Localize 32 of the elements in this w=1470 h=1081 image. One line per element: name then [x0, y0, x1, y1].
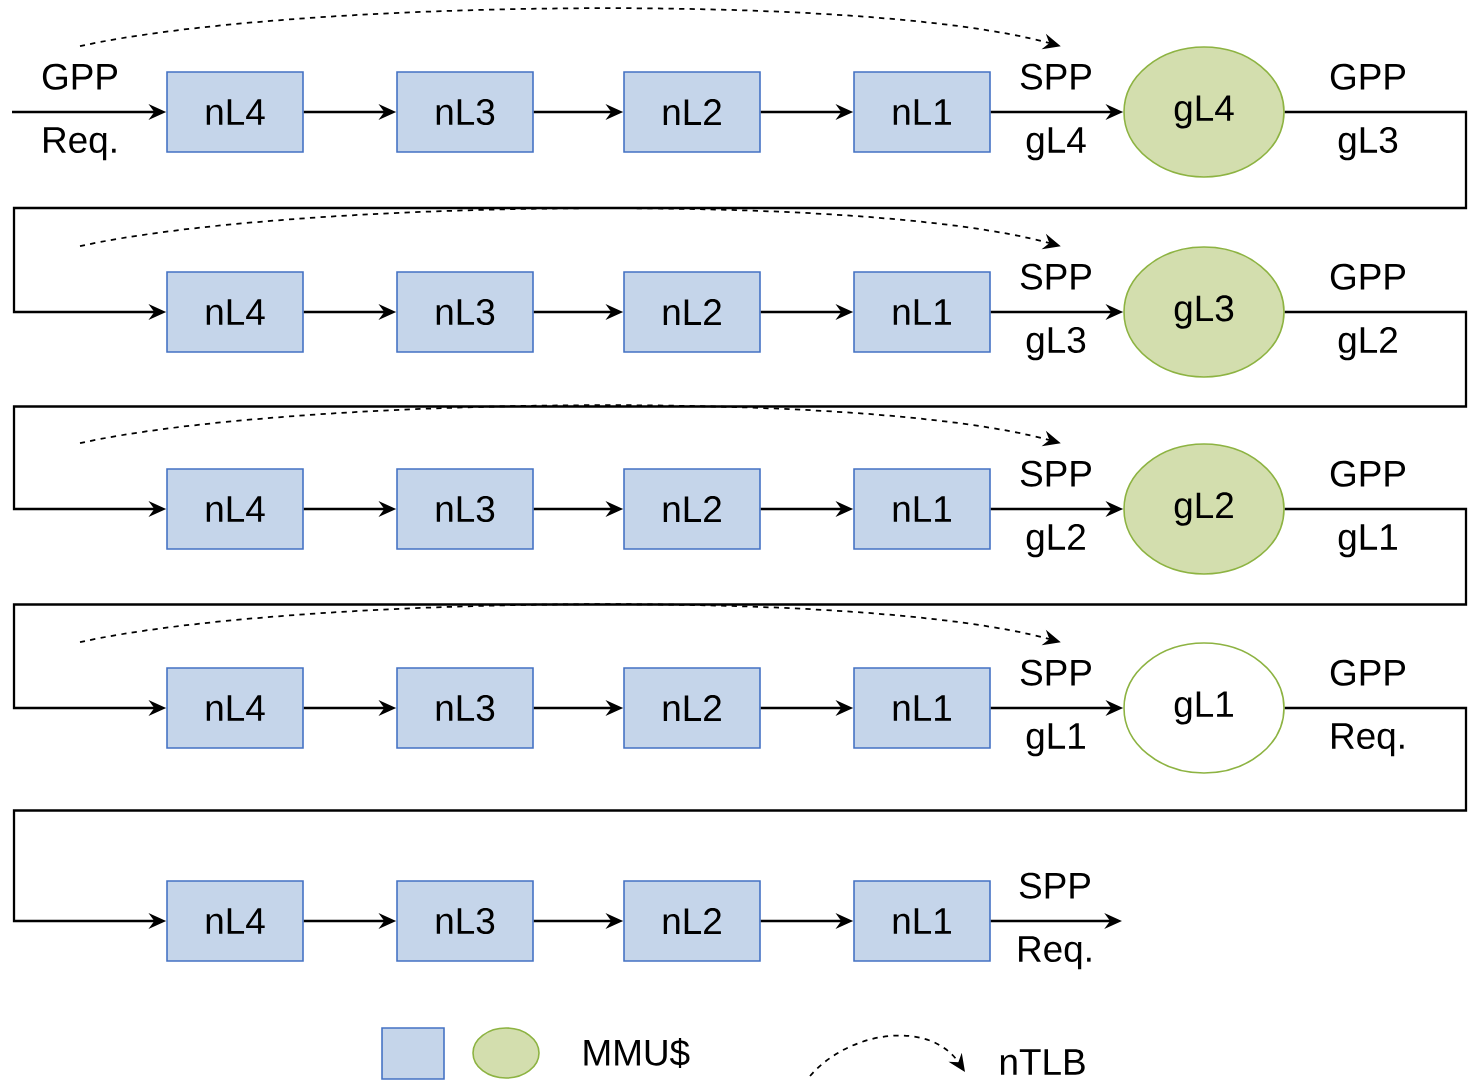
- process-box: nL3: [396, 468, 534, 550]
- edge-label: SPP gL1: [1020, 659, 1091, 757]
- process-box: nL1: [853, 71, 991, 153]
- process-box: nL1: [853, 880, 991, 962]
- process-box: nL3: [396, 880, 534, 962]
- edge-label: GPP Req.: [1330, 659, 1405, 757]
- edge-label: GPP Req.: [42, 63, 117, 161]
- process-box: nL4: [166, 880, 304, 962]
- process-box: nL4: [166, 667, 304, 749]
- process-box: nL4: [166, 468, 304, 550]
- process-box: nL2: [623, 880, 761, 962]
- edge-label: GPP gL2: [1330, 263, 1405, 361]
- edge-label: GPP gL1: [1330, 460, 1405, 558]
- process-box: nL2: [623, 271, 761, 353]
- process-box: nL2: [623, 71, 761, 153]
- process-box: nL2: [623, 667, 761, 749]
- process-box: nL4: [166, 71, 304, 153]
- process-box: nL3: [396, 71, 534, 153]
- edge-label: SPP gL4: [1020, 63, 1091, 161]
- process-box: nL3: [396, 271, 534, 353]
- edge-label: GPP gL3: [1330, 63, 1405, 161]
- process-box: nL3: [396, 667, 534, 749]
- process-box: nL2: [623, 468, 761, 550]
- edge-label: SPP gL3: [1020, 263, 1091, 361]
- process-box: nL1: [853, 271, 991, 353]
- process-box: nL1: [853, 468, 991, 550]
- legend-label: nTLB: [1000, 1049, 1085, 1075]
- edge-label: SPP gL2: [1020, 460, 1091, 558]
- legend-label: MMU$: [584, 1038, 690, 1068]
- process-box: nL4: [166, 271, 304, 353]
- process-box: nL1: [853, 667, 991, 749]
- edge-label: SPP Req.: [1019, 872, 1091, 970]
